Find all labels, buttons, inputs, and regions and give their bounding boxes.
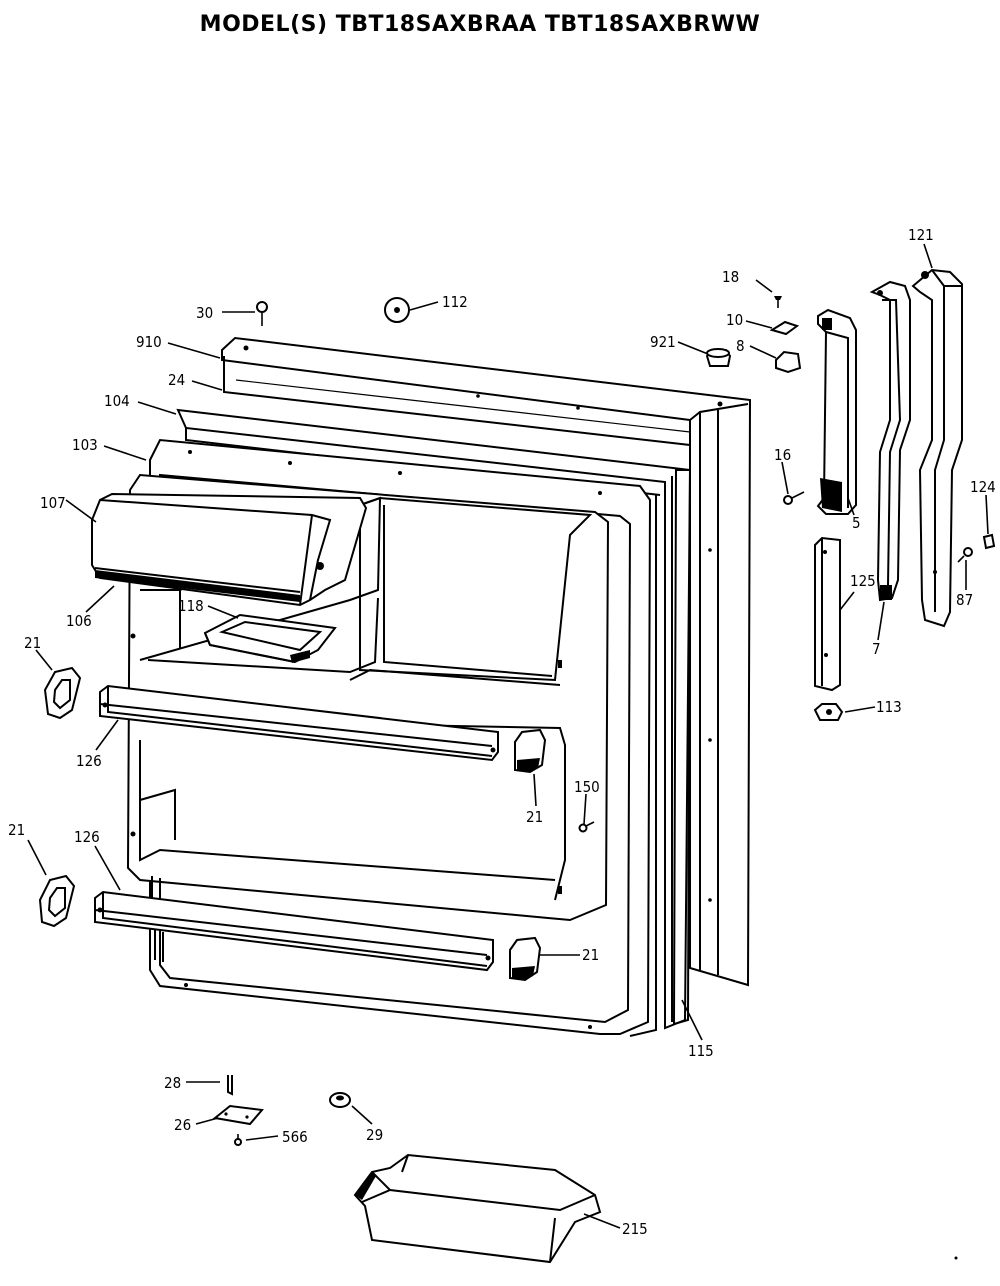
screw-87	[957, 547, 973, 563]
plate-26	[212, 1104, 264, 1126]
callout-29: 29	[366, 1126, 383, 1144]
handle-trim	[911, 268, 963, 628]
callout-5: 5	[852, 514, 861, 532]
callout-16: 16	[774, 446, 791, 464]
callout-10: 10	[726, 311, 743, 329]
callout-104: 104	[104, 392, 130, 410]
hinge-cover	[814, 536, 841, 692]
callout-21-lower-right: 21	[582, 946, 599, 964]
shelf-bar-upper	[99, 684, 499, 762]
bracket-10	[769, 320, 800, 336]
outer-door	[221, 336, 752, 987]
callout-21-upper-left: 21	[24, 634, 41, 652]
callout-921: 921	[650, 333, 676, 351]
callout-87: 87	[956, 591, 973, 609]
diagram-title: MODEL(S) TBT18SAXBRAA TBT18SAXBRWW	[199, 12, 761, 37]
pin-28	[227, 1075, 233, 1096]
callout-7: 7	[872, 640, 881, 658]
callout-112: 112	[442, 293, 468, 311]
screw-18	[774, 296, 782, 308]
callout-118: 118	[178, 597, 204, 615]
end-cap-lower-right	[509, 936, 542, 982]
callout-566: 566	[282, 1128, 308, 1146]
butter-tray	[203, 613, 337, 664]
callout-115: 115	[688, 1042, 714, 1060]
callout-26: 26	[174, 1116, 191, 1134]
callout-107: 107	[40, 494, 66, 512]
screw-566	[234, 1134, 242, 1146]
callout-21-lower-left: 21	[8, 821, 25, 839]
callout-121: 121	[908, 226, 934, 244]
callout-21-upper-right: 21	[526, 808, 543, 826]
dairy-door	[91, 492, 368, 607]
callout-28: 28	[164, 1074, 181, 1092]
screw-30	[256, 301, 268, 326]
callout-24: 24	[168, 371, 185, 389]
callout-8: 8	[736, 337, 745, 355]
plug-29	[329, 1092, 351, 1108]
hinge-bracket	[816, 308, 857, 515]
screw-16	[783, 491, 805, 505]
callouts: 30 112 910 24 104 103 107 106 118 21 126…	[8, 226, 996, 1238]
clip-124	[982, 533, 996, 550]
leader-lines	[27, 243, 989, 1229]
callout-910: 910	[136, 333, 162, 351]
plug-921	[705, 348, 732, 367]
plug-112	[384, 297, 410, 323]
shelf-bar-lower	[94, 890, 494, 972]
bushing-8	[775, 350, 802, 374]
door-handle	[869, 280, 911, 602]
screw-150	[578, 821, 595, 833]
door-bin	[353, 1153, 602, 1264]
gasket-strip	[672, 469, 692, 1026]
end-cap-upper-left	[43, 666, 82, 720]
callout-215: 215	[622, 1220, 648, 1238]
callout-125: 125	[850, 572, 876, 590]
callout-150: 150	[574, 778, 600, 796]
callout-124: 124	[970, 478, 996, 496]
cap-113	[813, 703, 844, 721]
end-cap-upper-right	[514, 728, 547, 774]
callout-103: 103	[72, 436, 98, 454]
end-cap-lower-left	[38, 874, 76, 928]
callout-106: 106	[66, 612, 92, 630]
callout-126-upper: 126	[76, 752, 102, 770]
callout-18: 18	[722, 268, 739, 286]
callout-30: 30	[196, 304, 213, 322]
callout-126-lower: 126	[74, 828, 100, 846]
callout-113: 113	[876, 698, 902, 716]
